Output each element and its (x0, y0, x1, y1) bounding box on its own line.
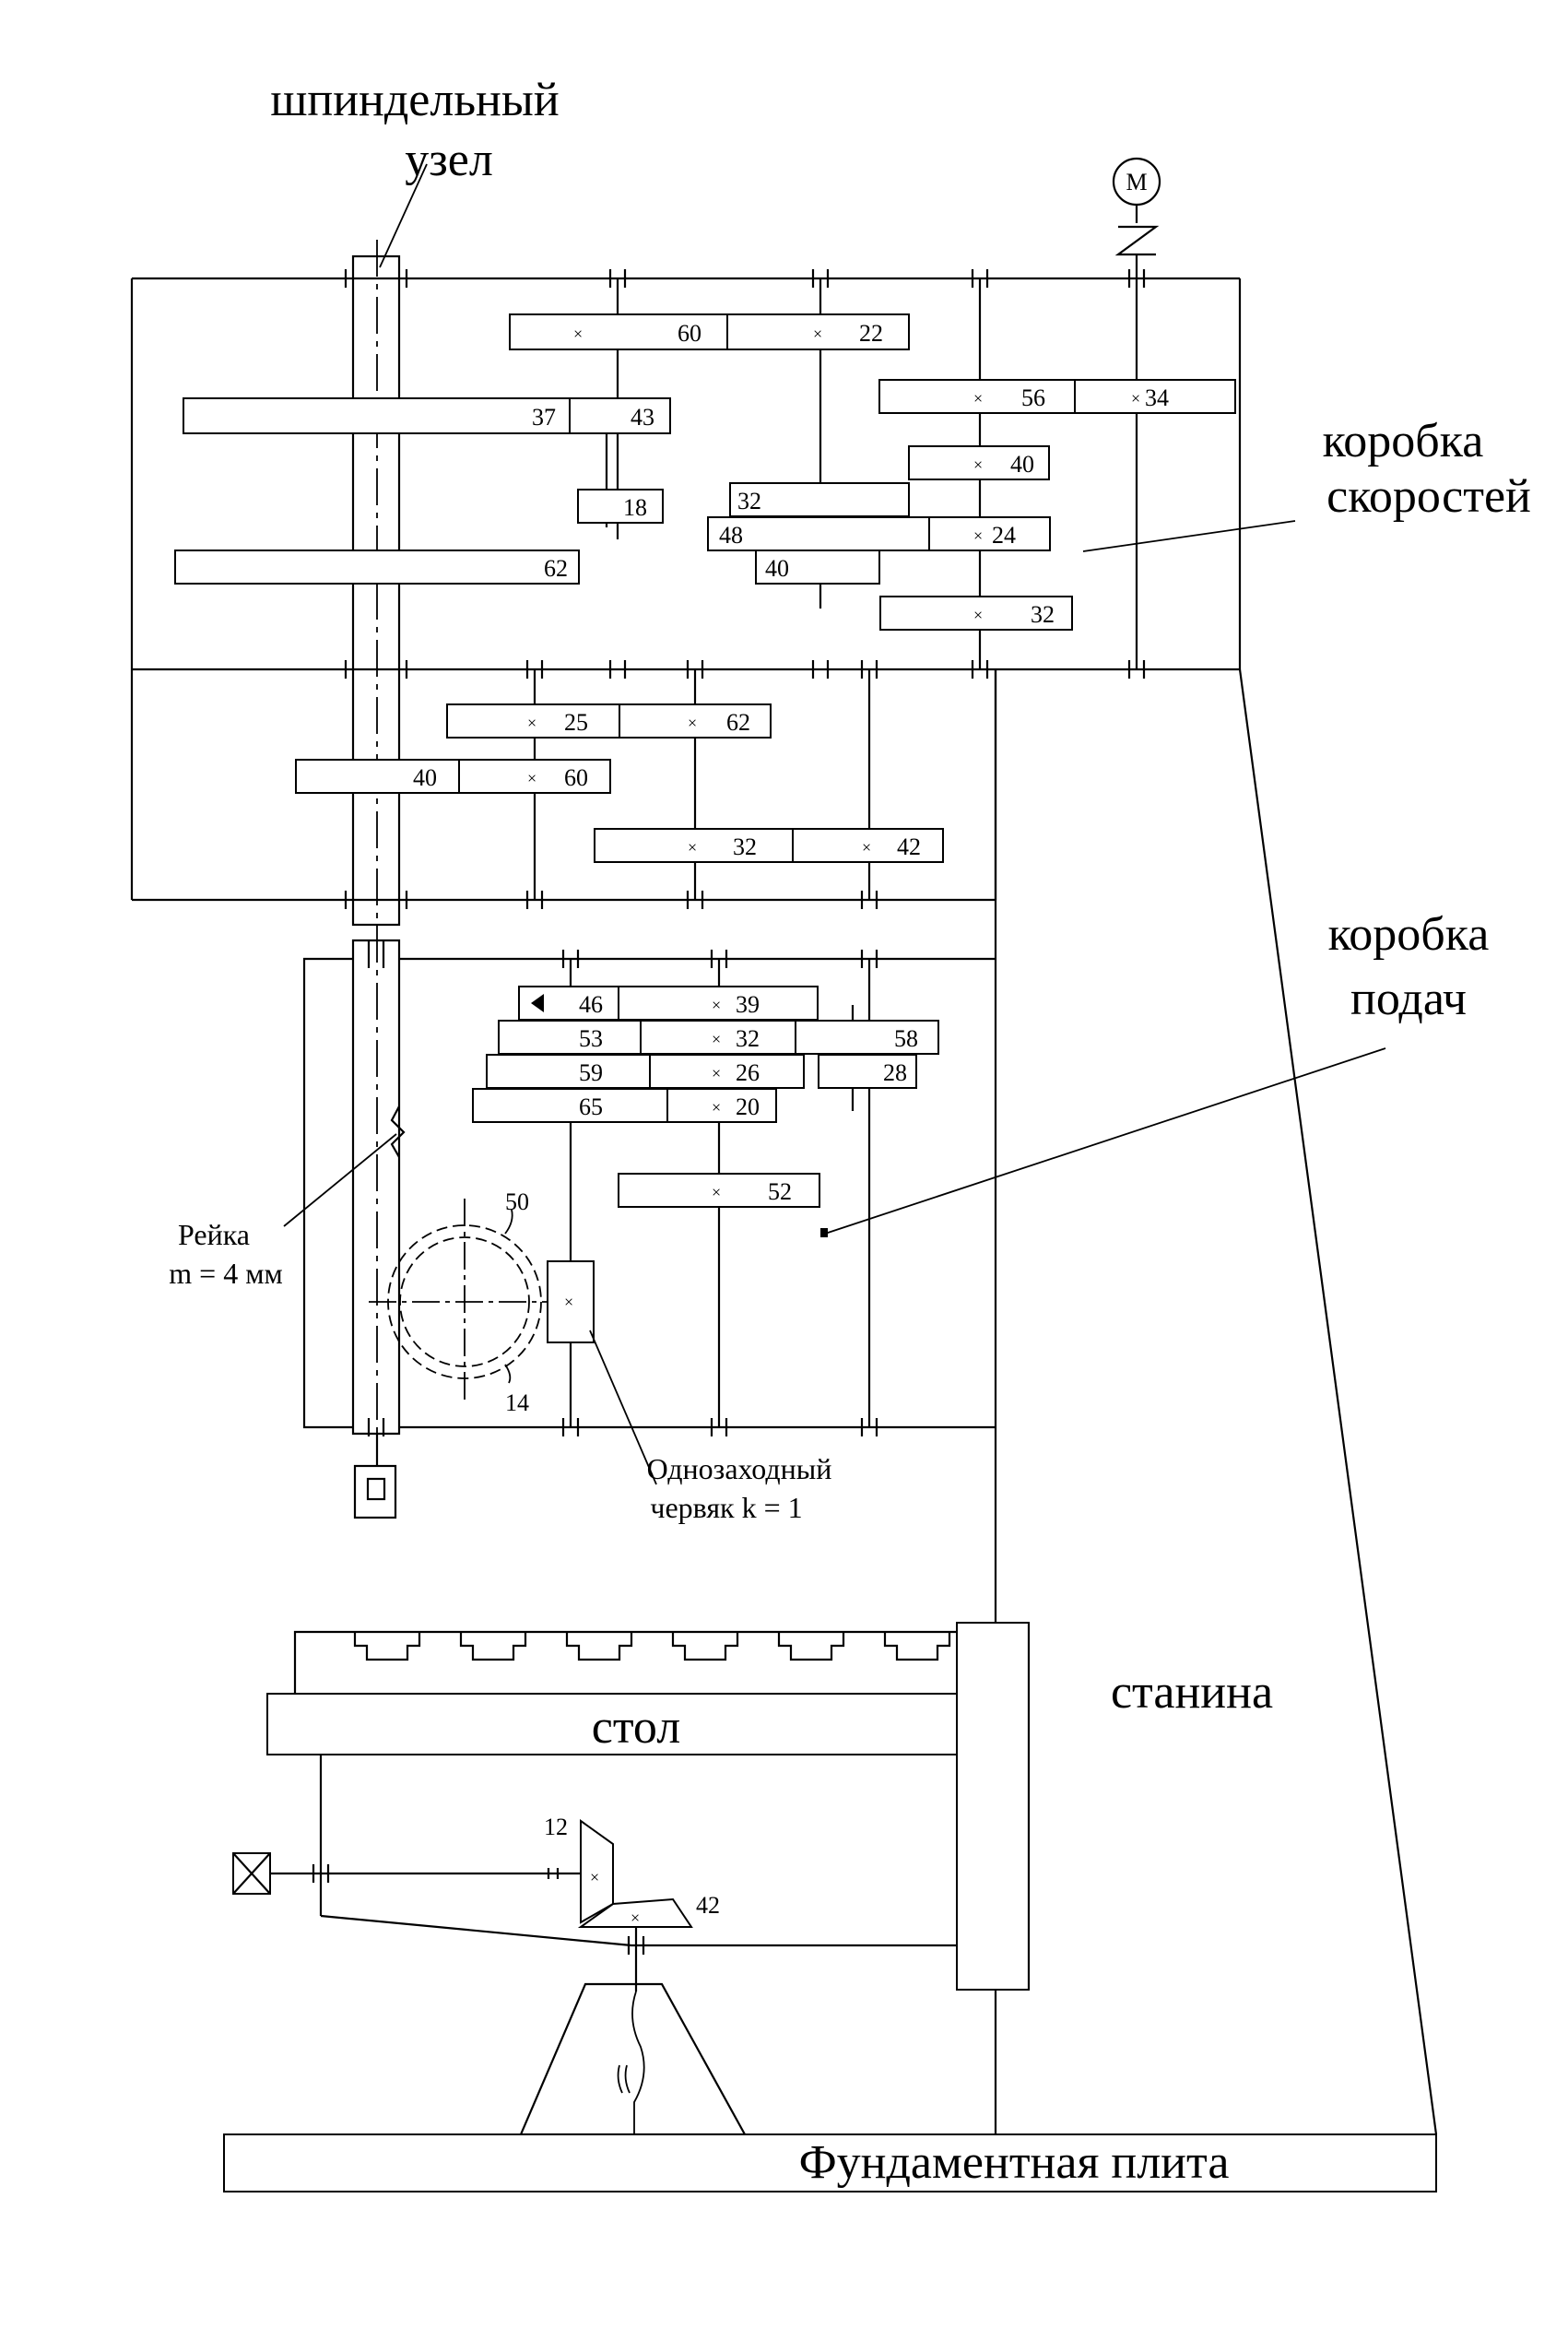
table-label: стол (592, 1701, 680, 1754)
svg-text:×: × (712, 1183, 721, 1201)
speed-box-gears: 60 × 22 × 56 × 34 × 37 43 40 × 18 32 48 … (174, 313, 1236, 631)
gear-32-b: 32 (1031, 601, 1055, 628)
gear-46: 46 (579, 991, 603, 1018)
feed-box-label-line1: коробка (1328, 908, 1490, 961)
gear-56: 56 (1021, 384, 1045, 411)
gear-60: 60 (678, 320, 701, 347)
motor: М (1112, 157, 1161, 278)
gear-26: 26 (736, 1059, 760, 1086)
svg-text:×: × (527, 714, 536, 732)
svg-text:×: × (973, 606, 983, 624)
labels: шпиндельный узел коробка скоростей короб… (169, 74, 1531, 2189)
feed-box-gears: 46 39 × 53 32 × 58 59 26 × 28 65 20 × 52… (472, 986, 939, 1208)
rack-label-line2: m = 4 мм (169, 1257, 282, 1290)
gear-52: 52 (768, 1178, 792, 1205)
gear-37: 37 (532, 404, 556, 431)
gear-40-b: 40 (765, 555, 789, 582)
gear-53: 53 (579, 1025, 603, 1052)
gear-20: 20 (736, 1093, 760, 1120)
svg-text:×: × (712, 996, 721, 1014)
table-assembly: × × 12 42 (232, 1622, 1031, 2136)
worm-wheel-50: 50 (505, 1188, 529, 1215)
svg-text:×: × (973, 455, 983, 474)
svg-text:×: × (973, 526, 983, 545)
gear-43: 43 (631, 404, 654, 431)
feed-box-label-line2: подач (1350, 973, 1467, 1025)
leader-lines (283, 163, 1386, 1485)
rack-label-line1: Рейка (178, 1218, 250, 1251)
worm-drive: × 50 14 (369, 1188, 595, 1416)
svg-text:×: × (1131, 389, 1140, 408)
gear-40-c: 40 (413, 764, 437, 791)
gear-32-a: 32 (737, 488, 761, 514)
gear-65: 65 (579, 1093, 603, 1120)
svg-text:×: × (712, 1098, 721, 1117)
gear-24: 24 (992, 522, 1016, 549)
gear-34: 34 (1145, 384, 1169, 411)
svg-text:×: × (862, 838, 871, 857)
gear-18: 18 (623, 494, 647, 521)
gear-32-c: 32 (733, 833, 757, 860)
spindle-label-line2: узел (405, 134, 493, 186)
base-plate (223, 2133, 1437, 2192)
frame-label: станина (1111, 1666, 1273, 1719)
motor-label: М (1126, 169, 1147, 195)
bevel-12: 12 (544, 1814, 568, 1840)
worm-wheel-14: 14 (505, 1389, 529, 1416)
gear-28: 28 (883, 1059, 907, 1086)
gear-22: 22 (859, 320, 883, 347)
bevel-42: 42 (696, 1892, 720, 1919)
speed-box-label-line2: скоростей (1326, 470, 1531, 523)
gear-32-d: 32 (736, 1025, 760, 1052)
speed-box-shafts (533, 278, 1138, 900)
middle-gears: 25 × 62 × 40 60 × 32 × 42 × (295, 703, 944, 863)
worm-label-line2: червяк k = 1 (650, 1491, 802, 1524)
spindle-label-line1: шпиндельный (270, 74, 559, 126)
speed-box-housing (130, 277, 1242, 902)
worm-label-line1: Однозаходный (647, 1452, 832, 1485)
gear-42: 42 (897, 833, 921, 860)
gear-62-a: 62 (544, 555, 568, 582)
gear-48: 48 (719, 522, 743, 549)
svg-text:×: × (688, 714, 697, 732)
svg-text:×: × (573, 325, 583, 343)
gear-40-a: 40 (1010, 451, 1034, 478)
svg-text:×: × (564, 1293, 573, 1311)
gear-60-b: 60 (564, 764, 588, 791)
gear-58: 58 (894, 1025, 918, 1052)
svg-text:×: × (527, 769, 536, 787)
base-label: Фундаментная плита (799, 2136, 1230, 2189)
svg-text:×: × (688, 838, 697, 857)
svg-text:×: × (813, 325, 822, 343)
frame-outline (994, 668, 1438, 2135)
bearings (344, 269, 1146, 909)
svg-text:×: × (973, 389, 983, 408)
gear-39: 39 (736, 991, 760, 1018)
svg-text:×: × (712, 1064, 721, 1082)
gear-25: 25 (564, 709, 588, 736)
gear-59: 59 (579, 1059, 603, 1086)
svg-text:×: × (712, 1030, 721, 1048)
svg-text:×: × (590, 1868, 599, 1886)
gear-62-b: 62 (726, 709, 750, 736)
speed-box-label-line1: коробка (1323, 415, 1484, 467)
svg-text:×: × (631, 1909, 640, 1927)
